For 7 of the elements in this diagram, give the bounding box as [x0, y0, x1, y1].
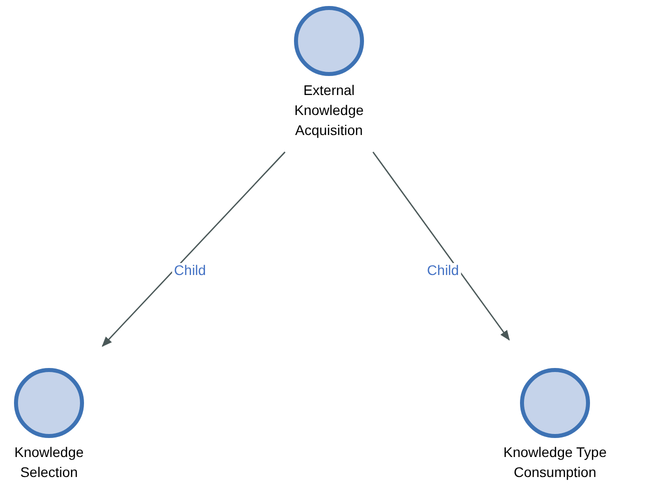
- edge-label: Child: [425, 263, 461, 277]
- edge-label: Child: [172, 263, 208, 277]
- arrow: [372, 152, 510, 341]
- node-label: Knowledge Type Consumption: [502, 443, 608, 482]
- node-label: External Knowledge Acquisition: [293, 81, 365, 140]
- node-label: Knowledge Selection: [13, 443, 85, 482]
- arrow: [102, 152, 286, 347]
